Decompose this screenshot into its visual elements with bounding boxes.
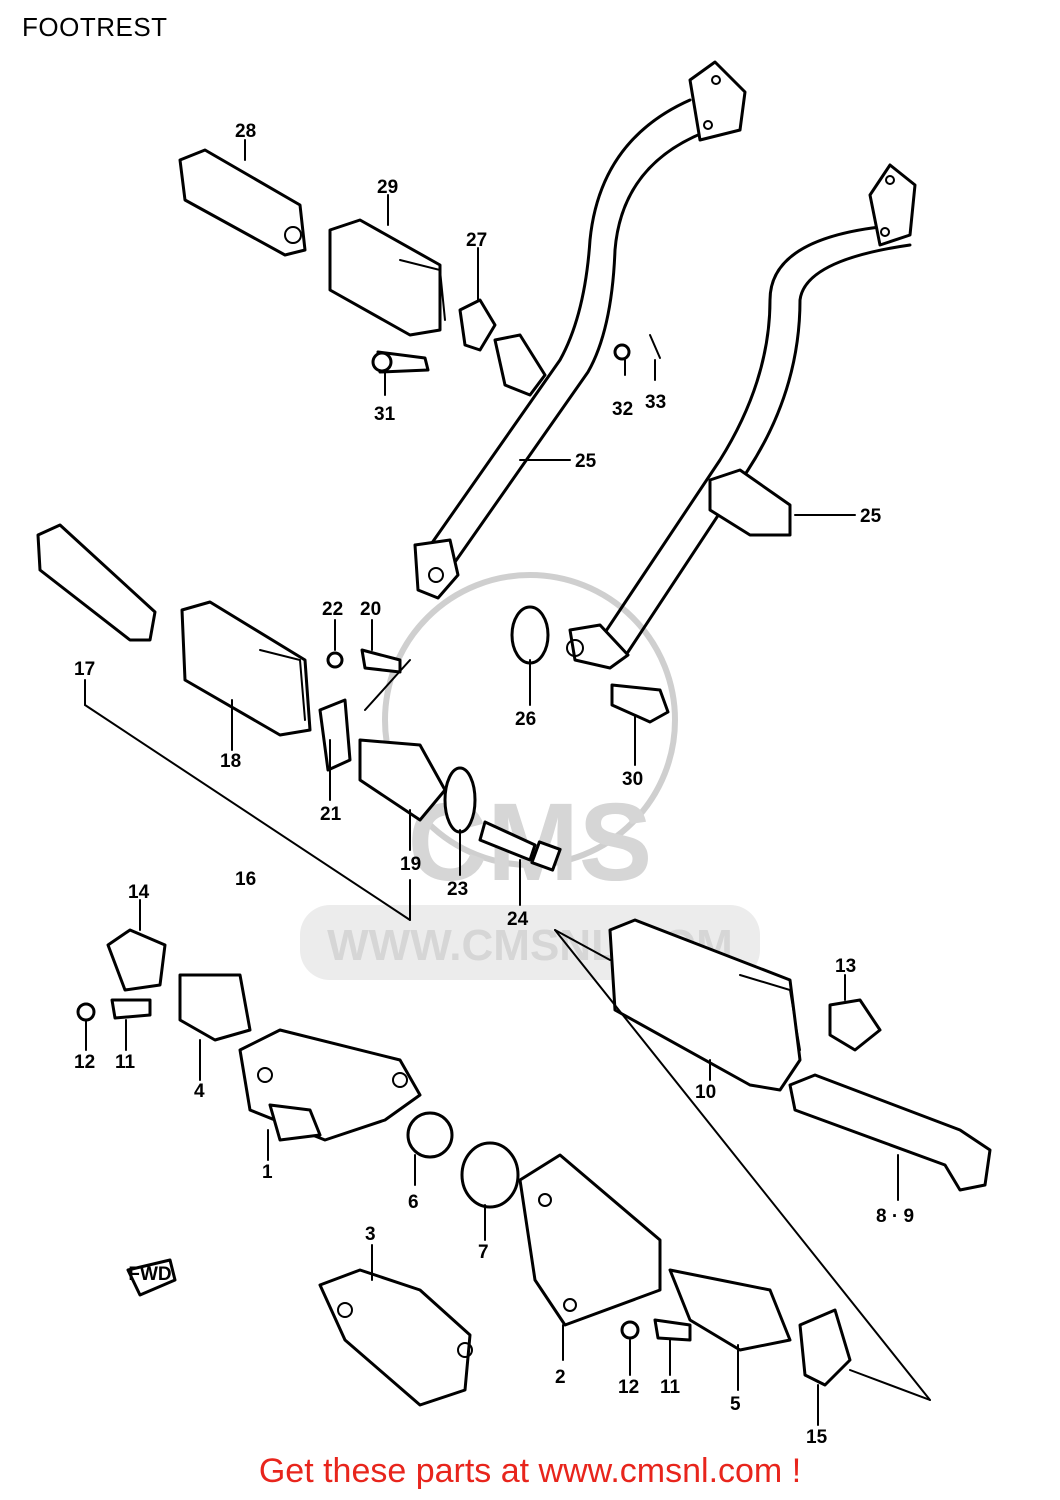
callout-label: 2 <box>555 1367 566 1388</box>
callout-label: 11 <box>660 1377 681 1398</box>
rear-bracket-right <box>566 163 917 670</box>
footpeg-right <box>554 918 992 1401</box>
callout-labels: 28 29 27 31 32 33 25 25 17 22 20 26 18 2… <box>74 121 914 1448</box>
callout-label: 7 <box>478 1242 489 1263</box>
callout-label: 26 <box>515 709 536 730</box>
callout-label: 21 <box>320 804 342 825</box>
callout-label: 19 <box>400 854 421 875</box>
callout-label: 23 <box>447 879 468 900</box>
callout-label: 6 <box>408 1192 419 1213</box>
callout-label: 4 <box>194 1081 205 1102</box>
callout-label: 31 <box>374 404 396 425</box>
front-footrest-assembly: FWD <box>76 928 852 1407</box>
callout-label: 18 <box>220 751 241 772</box>
callout-label: 5 <box>730 1394 741 1415</box>
fwd-arrow-label: FWD <box>128 1264 171 1285</box>
callout-label: 12 <box>618 1377 639 1398</box>
callout-label: 28 <box>235 121 256 142</box>
callout-label: 32 <box>612 399 633 420</box>
callout-label: 3 <box>365 1224 376 1245</box>
callout-label: 17 <box>74 659 95 680</box>
callout-label: 25 <box>575 451 597 472</box>
callout-label: 24 <box>507 909 529 930</box>
rear-bracket-left <box>413 60 747 600</box>
callout-label: 1 <box>262 1162 273 1183</box>
callout-label: 27 <box>466 230 487 251</box>
callout-label: 11 <box>115 1052 136 1073</box>
footpeg-middle-left <box>36 523 670 921</box>
callout-label: 15 <box>806 1427 828 1448</box>
callout-label: 13 <box>835 956 856 977</box>
callout-label: 20 <box>360 599 381 620</box>
rear-footpeg-upper <box>178 148 661 397</box>
callout-label: 8 · 9 <box>876 1206 914 1227</box>
callout-label: 16 <box>235 869 256 890</box>
callout-label: 12 <box>74 1052 95 1073</box>
page-title: FOOTREST <box>22 12 168 42</box>
callout-label: 22 <box>322 599 343 620</box>
callout-label: 10 <box>695 1082 716 1103</box>
footer-link[interactable]: Get these parts at www.cmsnl.com ! <box>258 1452 802 1490</box>
callout-label: 14 <box>128 882 150 903</box>
callout-label: 25 <box>860 506 882 527</box>
footer-banner[interactable]: Get these parts at www.cmsnl.com ! <box>0 1452 1060 1491</box>
callout-label: 33 <box>645 392 666 413</box>
callout-label: 29 <box>377 177 398 198</box>
callout-label: 30 <box>622 769 643 790</box>
leader-lines <box>85 139 899 1426</box>
